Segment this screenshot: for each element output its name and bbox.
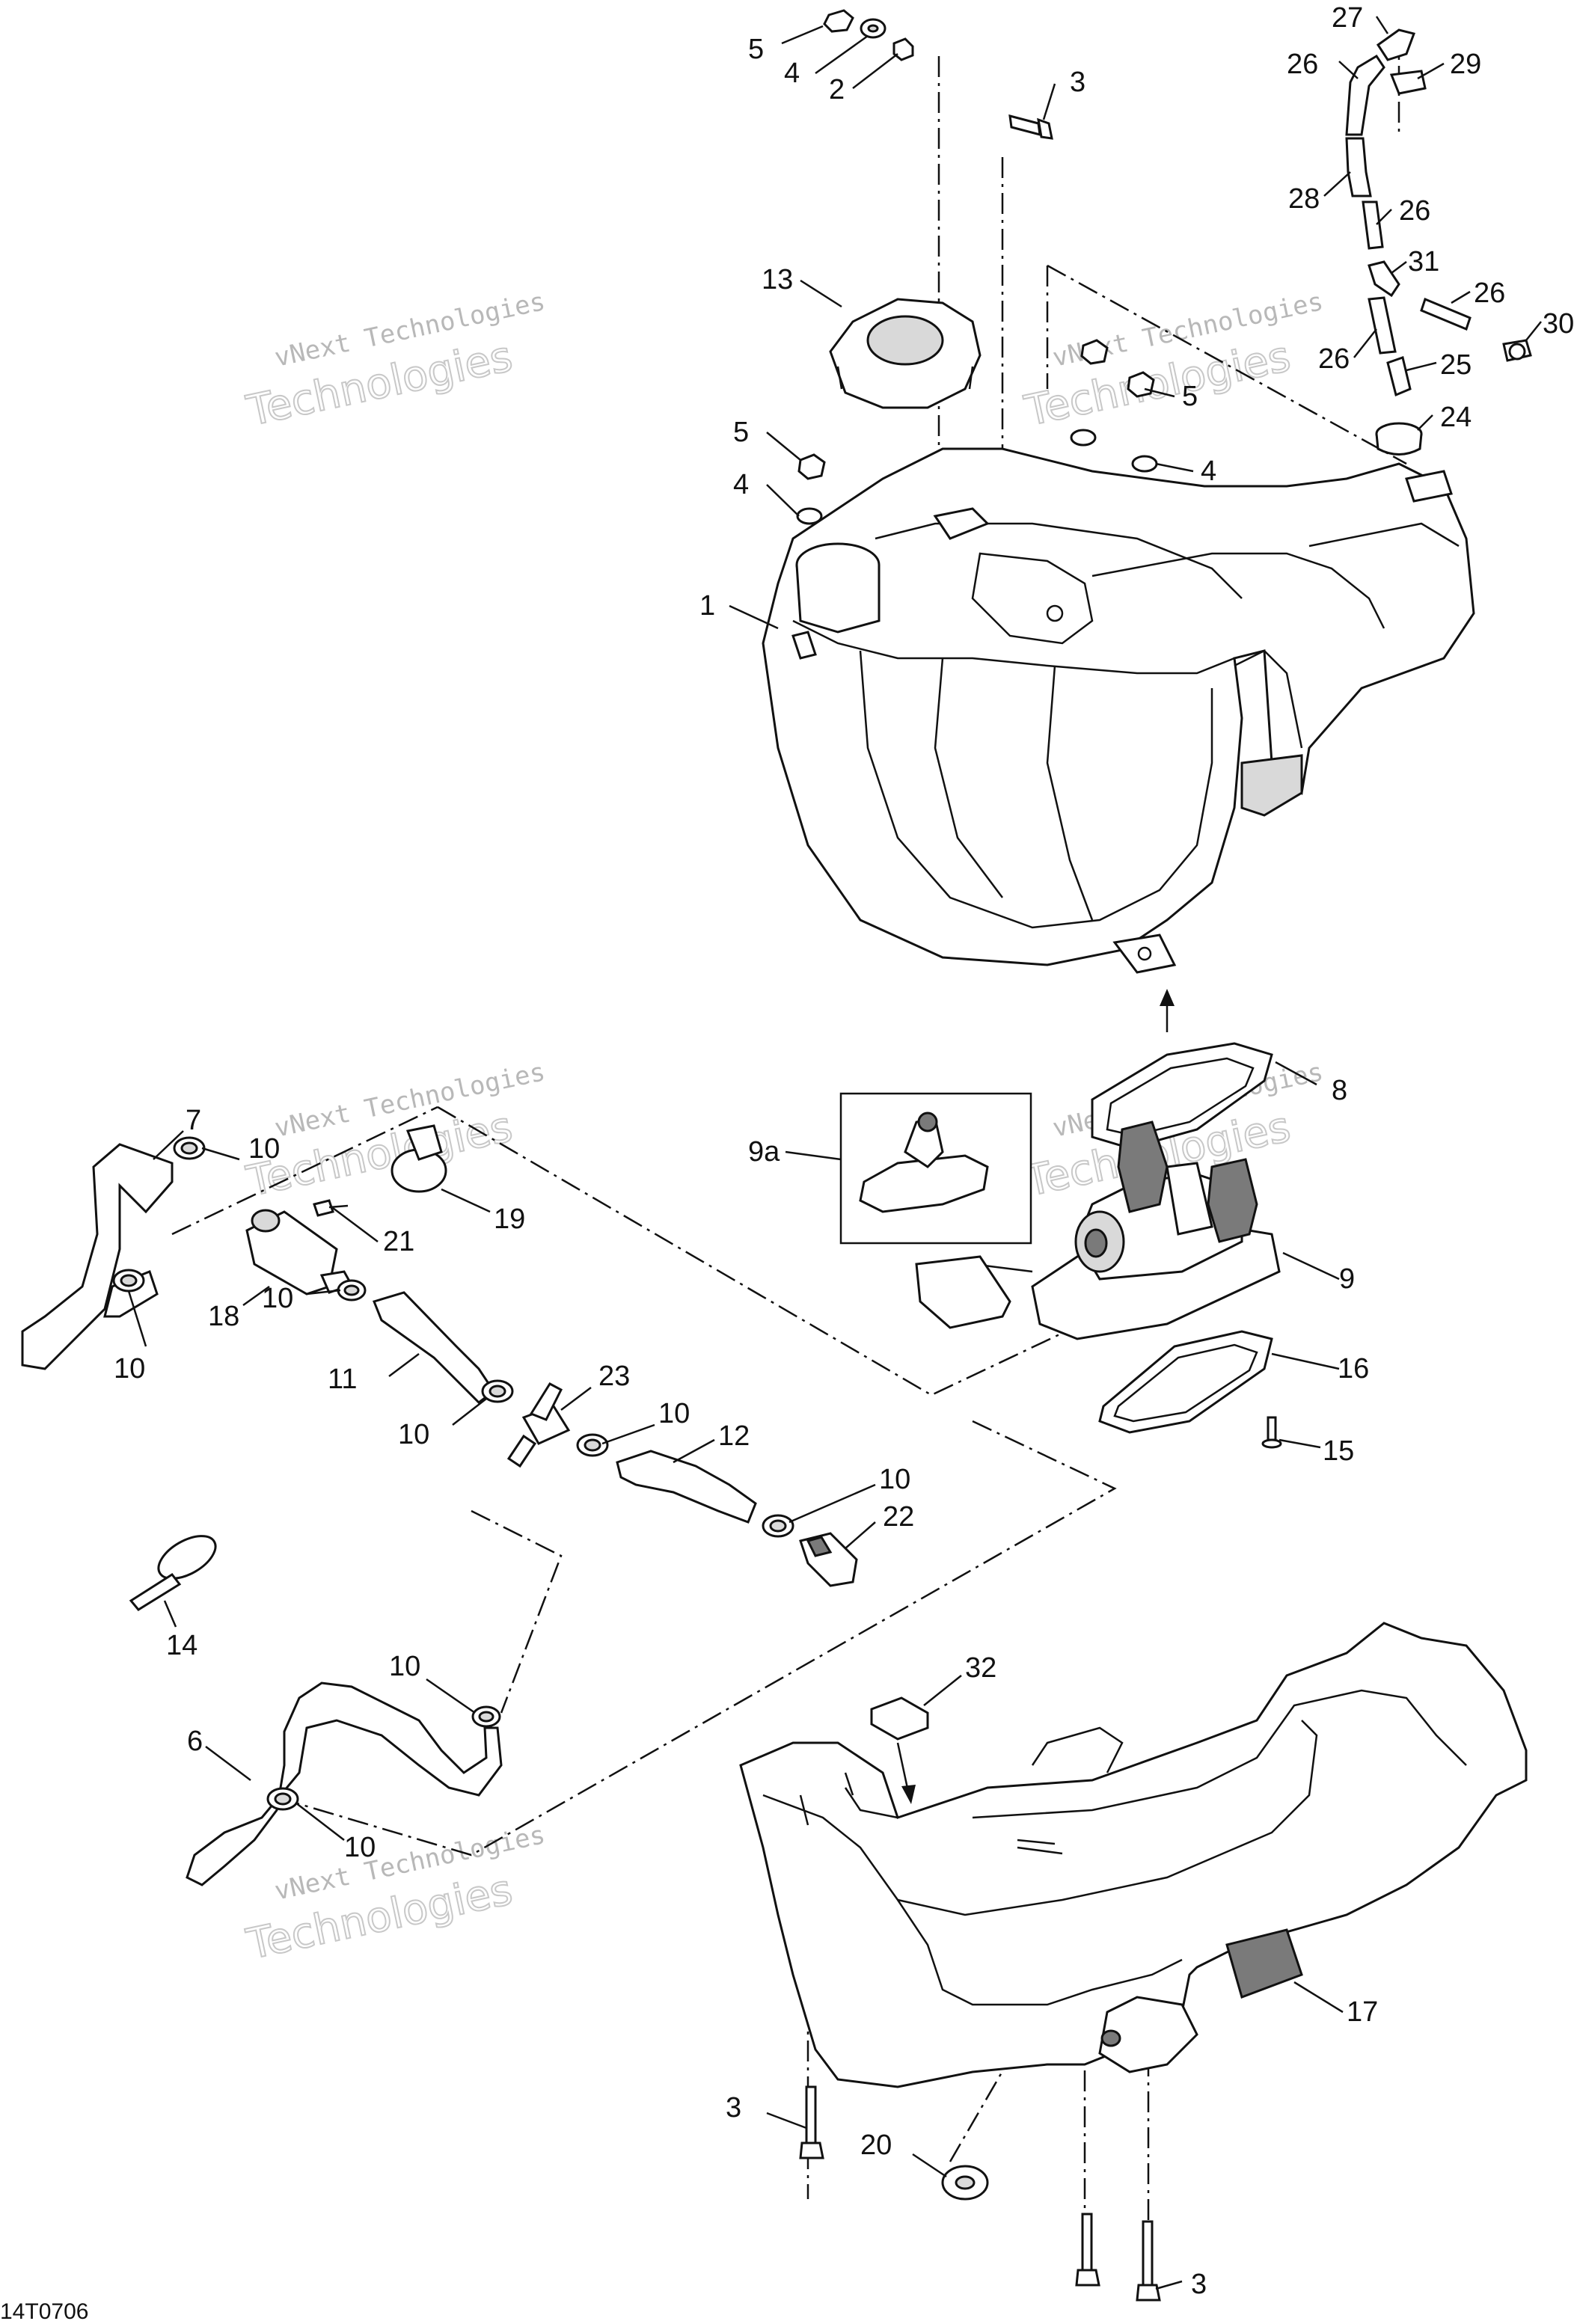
callout-32: 32 [965, 1652, 996, 1684]
inset-9a [839, 1092, 1032, 1245]
fuel-hose-12 [616, 1450, 757, 1524]
callout-10: 10 [248, 1133, 280, 1165]
callout-4: 4 [733, 469, 749, 500]
fuel-filter-18 [245, 1209, 354, 1296]
callout-4: 4 [1201, 456, 1216, 487]
clamp-10-tee [576, 1433, 609, 1457]
callout-23: 23 [598, 1361, 630, 1392]
grommet-20 [941, 2165, 989, 2201]
callout-29: 29 [1450, 49, 1481, 80]
callout-10: 10 [344, 1832, 376, 1863]
reference-code: 14T0706 [0, 2299, 88, 2324]
clamp-10-hose11 [481, 1379, 514, 1403]
fuel-pump-module [915, 1120, 1282, 1449]
callout-5: 5 [733, 417, 749, 448]
callout-9a: 9a [748, 1136, 780, 1168]
leader-lines [127, 16, 1542, 2290]
callouts: 5 4 2 3 27 26 29 28 26 31 26 30 26 25 24… [114, 2, 1574, 2300]
fuel-hose-6 [186, 1681, 503, 1886]
callout-26: 26 [1287, 49, 1318, 80]
callout-14: 14 [166, 1630, 197, 1661]
callout-10: 10 [658, 1398, 690, 1429]
callout-2: 2 [829, 74, 845, 105]
watermark: vNext Technologies Technologies [242, 1820, 548, 1970]
install-arrow [1160, 989, 1175, 1032]
vent-line-assembly [1345, 28, 1532, 456]
screw-21 [313, 1199, 349, 1217]
callout-1: 1 [699, 590, 715, 622]
callout-16: 16 [1338, 1353, 1369, 1385]
callout-21: 21 [383, 1226, 414, 1257]
callout-30: 30 [1543, 308, 1574, 340]
fuel-tank [762, 447, 1475, 974]
filler-cap [829, 298, 982, 409]
clamp-10-filter [337, 1279, 367, 1301]
callout-18: 18 [208, 1301, 239, 1332]
callout-5: 5 [748, 34, 764, 65]
callout-10: 10 [879, 1464, 910, 1495]
watermark: vNext Technologies Technologies [1020, 286, 1326, 437]
callout-13: 13 [762, 264, 793, 295]
callout-9: 9 [1339, 1263, 1355, 1295]
clamp-19 [391, 1124, 447, 1193]
bolts-3-lower [799, 2085, 1161, 2302]
fuel-hose-7 [21, 1143, 174, 1370]
clamp-10-hose12 [762, 1514, 794, 1538]
callout-17: 17 [1347, 1996, 1378, 2028]
callout-3: 3 [726, 2092, 741, 2124]
callout-28: 28 [1288, 183, 1320, 215]
callout-27: 27 [1332, 2, 1363, 34]
watermark: vNext Technologies Technologies [242, 286, 548, 437]
assembly-lines [171, 30, 1407, 2259]
callout-24: 24 [1440, 402, 1472, 433]
callout-6: 6 [187, 1726, 203, 1757]
callout-7: 7 [186, 1105, 201, 1136]
callout-19: 19 [494, 1204, 525, 1235]
callout-3: 3 [1191, 2269, 1207, 2300]
callout-25: 25 [1440, 349, 1472, 381]
t-fitting-23 [506, 1382, 571, 1468]
callout-5: 5 [1182, 381, 1198, 412]
fuel-hose-11 [372, 1291, 496, 1404]
callout-20: 20 [860, 2130, 892, 2161]
cable-tie-14 [129, 1535, 217, 1611]
fuel-pump-gasket-lower [1098, 1330, 1273, 1434]
callout-10: 10 [114, 1353, 145, 1385]
quick-connector-22 [799, 1532, 858, 1587]
callout-31: 31 [1408, 246, 1439, 278]
callout-8: 8 [1332, 1075, 1347, 1106]
clamps-10-hose6 [266, 1705, 501, 1811]
pad-32 [870, 1696, 929, 1804]
callout-12: 12 [718, 1420, 750, 1452]
callout-26: 26 [1318, 343, 1350, 375]
callout-11: 11 [328, 1364, 357, 1395]
callout-15: 15 [1323, 1435, 1354, 1467]
callout-10: 10 [389, 1651, 420, 1682]
fuel-pump-gasket-upper [1091, 1042, 1273, 1150]
callout-22: 22 [883, 1501, 914, 1533]
top-hardware [796, 9, 1158, 525]
callout-4: 4 [784, 58, 800, 89]
tank-support-pan [739, 1622, 1528, 2088]
callout-26: 26 [1399, 195, 1430, 227]
callout-26: 26 [1474, 278, 1505, 309]
callout-3: 3 [1070, 67, 1085, 98]
callout-10: 10 [262, 1283, 293, 1314]
callout-10: 10 [398, 1419, 429, 1450]
